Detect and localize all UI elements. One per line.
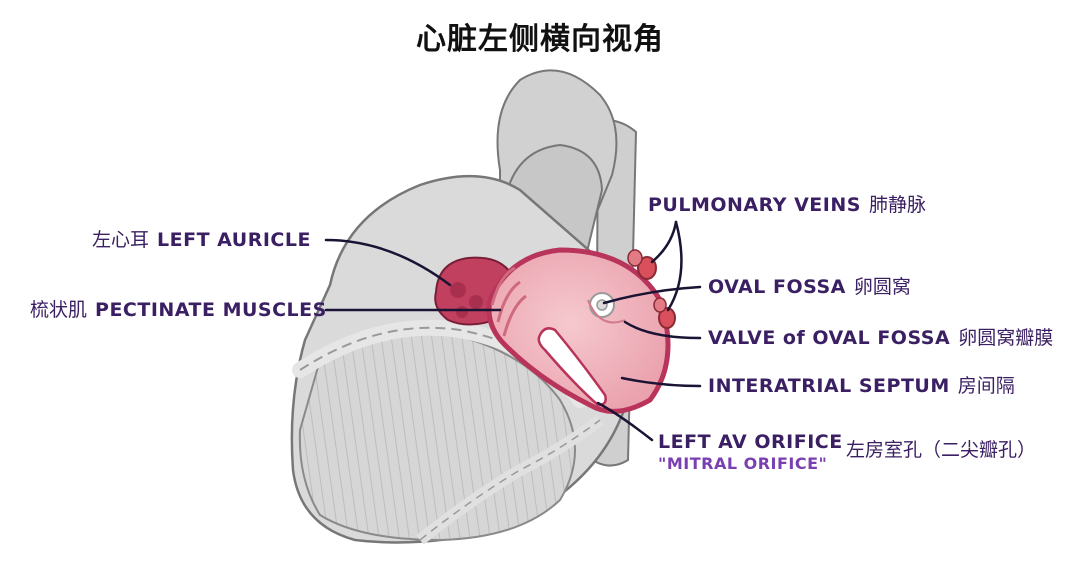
page-title: 心脏左侧横向视角: [416, 22, 664, 57]
label-oval-fossa-en: OVAL FOSSA: [708, 276, 846, 298]
mitral-orifice-shape: [537, 327, 607, 407]
left-atrium: [486, 247, 671, 414]
leader-pulmonary-b: [666, 220, 683, 312]
label-pulmonary-veins: PULMONARY VEINS 肺静脉: [648, 193, 926, 217]
valve-oval-fossa-shape: [587, 299, 626, 324]
label-pectinate-zh: 梳状肌: [30, 299, 88, 321]
label-left-auricle-en: LEFT AURICLE: [157, 229, 311, 251]
label-left-av-en: LEFT AV ORIFICE: [658, 431, 843, 453]
leader-left-auricle: [324, 238, 452, 287]
leader-oval-fossa: [602, 285, 702, 305]
label-pectinate: 梳状肌 PECTINATE MUSCLES: [30, 298, 327, 322]
label-valve-oval-fossa-en: VALVE of OVAL FOSSA: [708, 327, 951, 349]
pectinate-ridges: [490, 266, 527, 337]
pulmonary-vein-4: [653, 297, 667, 313]
label-interatrial-zh: 房间隔: [957, 375, 1015, 397]
pulmonary-vein-3: [658, 307, 676, 329]
label-left-av-zh-text: 左房室孔（二尖瓣孔）: [846, 439, 1037, 461]
label-pectinate-en: PECTINATE MUSCLES: [95, 299, 327, 321]
label-oval-fossa-zh: 卵圆窝: [853, 276, 911, 298]
label-interatrial-septum: INTERATRIAL SEPTUM 房间隔: [708, 374, 1015, 398]
label-left-auricle-zh: 左心耳: [92, 229, 150, 251]
label-left-av-orifice: LEFT AV ORIFICE: [658, 430, 843, 454]
leader-left-av: [596, 401, 654, 442]
label-pulmonary-veins-en: PULMONARY VEINS: [648, 194, 861, 216]
leader-pulmonary-a: [650, 220, 678, 264]
label-oval-fossa: OVAL FOSSA 卵圆窝: [708, 275, 911, 299]
label-interatrial-en: INTERATRIAL SEPTUM: [708, 375, 950, 397]
label-mitral-orifice: "MITRAL ORIFICE": [658, 454, 828, 473]
label-valve-oval-fossa-zh: 卵圆窝瓣膜: [958, 327, 1054, 349]
label-pulmonary-veins-zh: 肺静脉: [868, 194, 926, 216]
label-left-av-zh: 左房室孔（二尖瓣孔）: [846, 438, 1036, 462]
leader-lines: [324, 220, 702, 442]
label-left-auricle: 左心耳 LEFT AURICLE: [92, 228, 311, 252]
leader-interatrial: [620, 376, 702, 388]
leader-valve: [623, 320, 702, 340]
label-valve-oval-fossa: VALVE of OVAL FOSSA 卵圆窝瓣膜: [708, 326, 1053, 350]
pulmonary-vein-2: [627, 249, 643, 267]
